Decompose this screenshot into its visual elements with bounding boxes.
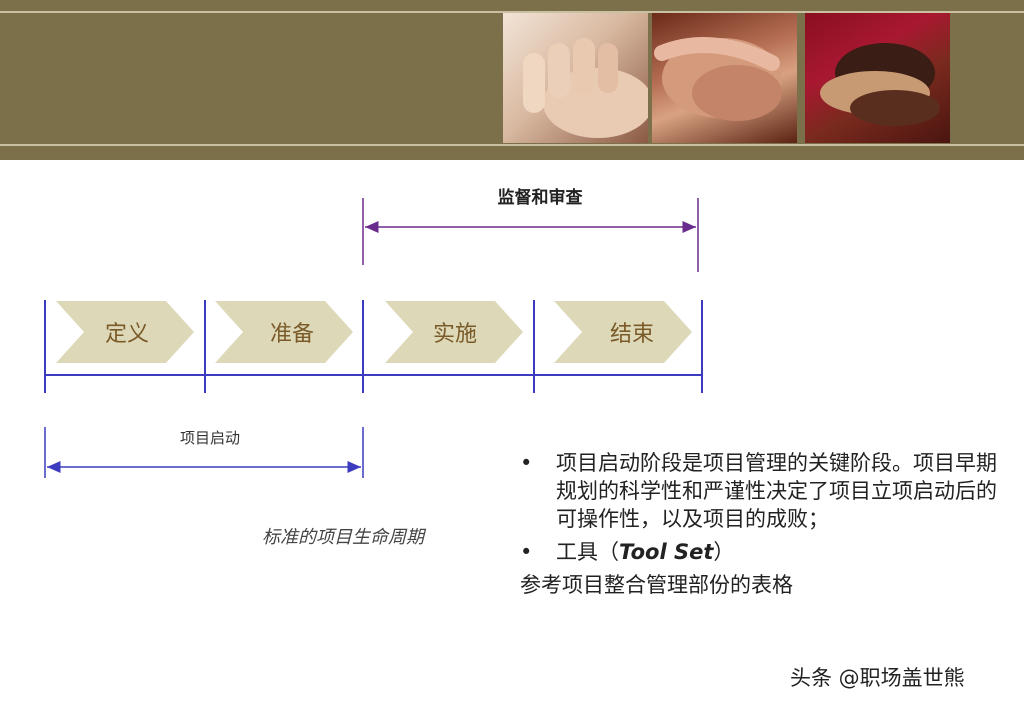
initiation-label: 项目启动 <box>179 429 240 447</box>
chevron-execute <box>385 301 523 363</box>
phase-label-define: 定义 <box>105 322 150 347</box>
monitor-bracket <box>362 198 699 272</box>
phase-label-prepare: 准备 <box>270 322 315 347</box>
phase-timeline <box>44 300 703 393</box>
header-banner <box>0 0 1024 160</box>
notes-list: • 项目启动阶段是项目管理的关键阶段。项目早期规划的科学性和严谨性决定了项目立项… <box>520 449 1000 599</box>
note-reference: 参考项目整合管理部份的表格 <box>520 573 793 597</box>
bullet-icon: • <box>520 451 533 475</box>
banner-bottom-rule <box>0 144 1024 146</box>
hands-photo-3 <box>805 13 950 143</box>
chevron-close <box>554 301 692 363</box>
note-text-importance: 项目启动阶段是项目管理的关键阶段。项目早期规划的科学性和严谨性决定了项目立项启动… <box>556 451 997 531</box>
chevron-prepare <box>215 301 353 363</box>
note-text-tools-en: Tool Set <box>619 540 714 564</box>
bullet-icon: • <box>520 540 533 564</box>
monitor-review-label: 监督和审查 <box>497 188 583 208</box>
watermark-text: 头条 @职场盖世熊 <box>790 666 965 690</box>
phase-label-close: 结束 <box>610 322 655 347</box>
chevron-define <box>56 301 194 363</box>
initiation-bracket <box>44 427 364 478</box>
note-text-tools-suffix: ） <box>713 540 735 564</box>
phase-chevrons <box>56 301 692 363</box>
hands-photo-2 <box>652 13 797 143</box>
banner-top-rule <box>0 11 1024 13</box>
note-text-tools-prefix: 工具（ <box>556 540 619 564</box>
phase-label-execute: 实施 <box>433 322 478 347</box>
hands-photo-1 <box>503 13 648 143</box>
diagram-caption: 标准的项目生命周期 <box>262 527 424 548</box>
note-item-importance: • 项目启动阶段是项目管理的关键阶段。项目早期规划的科学性和严谨性决定了项目立项… <box>520 449 1000 533</box>
note-item-tools: • 工具（Tool Set） <box>520 538 1000 566</box>
